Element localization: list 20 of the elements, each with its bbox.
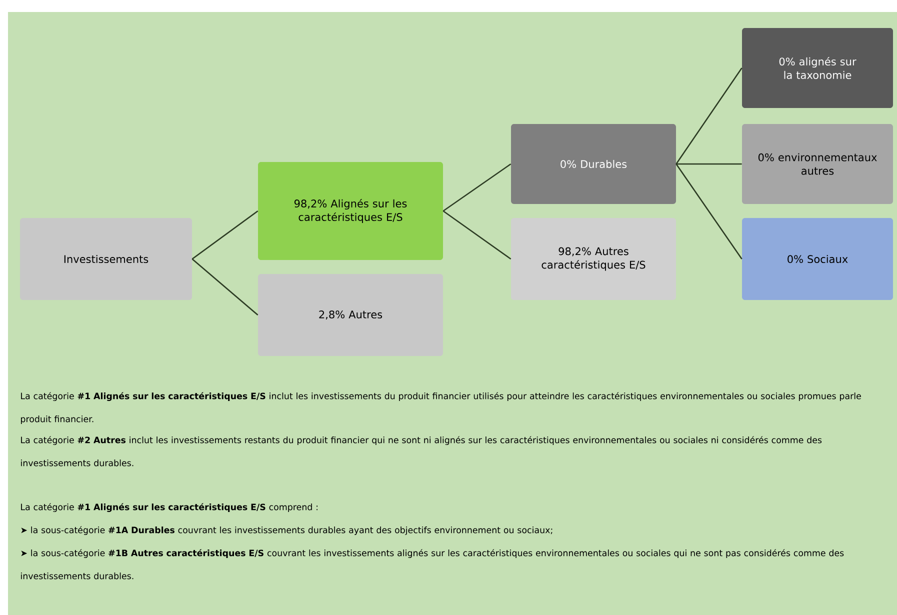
- paragraph: La catégorie #1 Alignés sur les caractéristiques E/S inclut les investissements du produit financier utilisés pour atteindre les caractéristiques environnementales ou sociales promues parle produit financier.: [21, 392, 861, 424]
- paragraph: ➤ la sous-catégorie #1A Durables couvrant les investissements durables ayant des objectifs environnement ou sociaux;: [21, 526, 552, 535]
- category-box: 2,8% Autres: [258, 274, 443, 356]
- connector-line: [192, 258, 258, 316]
- category-box: 0% environnementaux autres: [742, 124, 893, 204]
- category-box: 0% alignés sur la taxonomie: [742, 28, 893, 108]
- category-box: 98,2% Alignés sur les caractéristiques E/S: [258, 162, 443, 260]
- connector-line: [676, 68, 742, 164]
- connector-line: [676, 164, 742, 260]
- category-box: Investissements: [20, 218, 192, 300]
- connector-line: [442, 210, 512, 260]
- category-box: 0% Sociaux: [742, 218, 893, 300]
- paragraph: La catégorie #1 Alignés sur les caractéristiques E/S comprend :: [21, 503, 318, 512]
- paragraph: ➤ la sous-catégorie #1B Autres caractéristiques E/S couvrant les investissements alignés sur les caractéristiques environnementales ou sociales qui ne sont pas considérés comme des investissements durables.: [21, 549, 844, 580]
- category-box: 98,2% Autres caractéristiques E/S: [511, 218, 676, 300]
- paragraph: La catégorie #2 Autres inclut les investissements restants du produit financier qui ne sont ni alignés sur les caractéristiques environnementales ou sociales ni considérés comme des investissements durables.: [21, 436, 822, 466]
- connector-line: [676, 163, 742, 165]
- connector-line: [442, 163, 512, 212]
- category-box: 0% Durables: [511, 124, 676, 204]
- connector-line: [192, 210, 258, 260]
